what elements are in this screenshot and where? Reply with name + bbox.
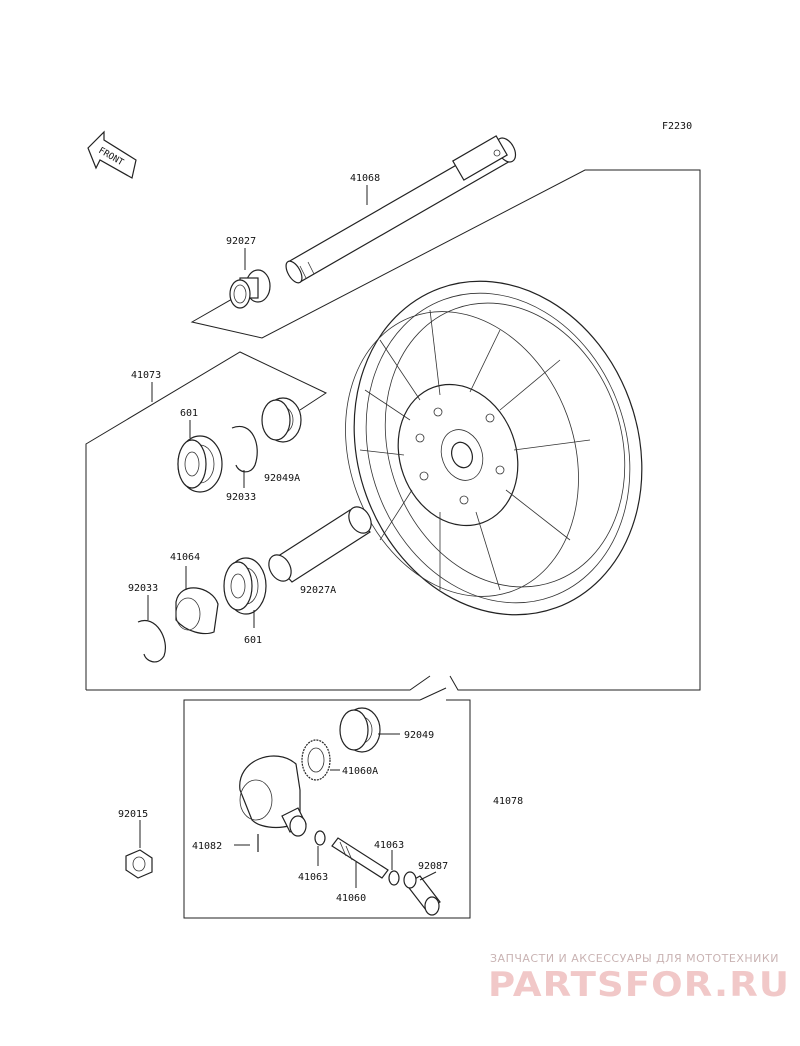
bushing-92087 (403, 871, 441, 916)
subassembly-box (183, 699, 471, 919)
collar-left (229, 269, 271, 309)
axle-shaft (285, 135, 517, 284)
part-41063-right: 41063 (374, 840, 404, 851)
gear-shaft-41060 (331, 837, 389, 879)
front-arrow-icon: FRONT (87, 130, 137, 179)
part-92027: 92027 (226, 236, 256, 247)
oil-seal (261, 397, 302, 443)
part-41060a: 41060A (342, 766, 378, 777)
washer-41063-right (388, 870, 400, 886)
bearing-lower (223, 557, 267, 615)
gear-41060a (301, 739, 331, 781)
part-41068: 41068 (350, 173, 380, 184)
part-601-lower: 601 (244, 635, 262, 646)
subassembly-connector (419, 687, 447, 701)
watermark-logo: PARTSFOR.RU (488, 965, 790, 1005)
part-41073: 41073 (131, 370, 161, 381)
part-41060: 41060 (336, 893, 366, 904)
part-41063-left: 41063 (298, 872, 328, 883)
oil-seal-92049 (339, 707, 381, 753)
part-92049a: 92049A (264, 473, 300, 484)
circlip-lower (137, 619, 166, 663)
nut-92015 (125, 849, 153, 879)
part-41064: 41064 (170, 552, 200, 563)
figure-code: F2230 (662, 121, 692, 132)
part-92033-lower: 92033 (128, 583, 158, 594)
collar-92027a (268, 506, 372, 583)
part-92087: 92087 (418, 861, 448, 872)
part-92033-upper: 92033 (226, 492, 256, 503)
watermark-caption: ЗАПЧАСТИ И АКСЕССУАРЫ ДЛЯ МОТОТЕХНИКИ (490, 952, 779, 965)
gearbox-housing (239, 755, 307, 837)
assembly-outline-2 (86, 675, 431, 691)
part-41078: 41078 (493, 796, 523, 807)
part-92049: 92049 (404, 730, 434, 741)
circlip-upper (231, 425, 258, 473)
assembly-outline-3 (190, 169, 701, 691)
part-601-upper: 601 (180, 408, 198, 419)
bearing-upper (177, 435, 223, 493)
cover-41064 (175, 587, 219, 635)
wheel-rim (345, 280, 643, 616)
assembly-outline (85, 351, 328, 690)
part-92015: 92015 (118, 809, 148, 820)
washer-41063-left (314, 830, 326, 846)
leader-92087 (419, 871, 437, 881)
part-41082: 41082 (192, 841, 222, 852)
part-92027a: 92027A (300, 585, 336, 596)
